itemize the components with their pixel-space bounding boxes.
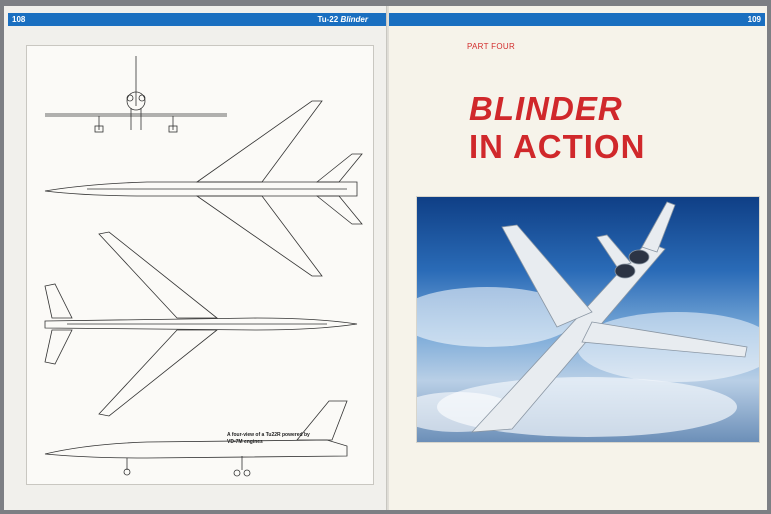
caption-line-2: VD-7M engines: [227, 439, 263, 445]
caption-line-1: A four-view of a Tu22R powered by: [227, 432, 310, 438]
running-head-title: Blinder: [340, 15, 368, 24]
drawing-caption: A four-view of a Tu22R powered by VD-7M …: [227, 432, 327, 446]
book-spine: [386, 6, 390, 510]
running-head: Tu-22 Blinder: [317, 13, 368, 26]
bottom-view: [44, 231, 358, 417]
chapter-title-line-2: IN ACTION: [469, 128, 646, 165]
chapter-title-line-1: BLINDER: [469, 90, 623, 127]
top-view: [44, 100, 363, 277]
running-head-prefix: Tu-22: [317, 15, 339, 24]
left-header-bar: 108 Tu-22 Blinder: [8, 13, 386, 26]
front-view: [45, 56, 227, 133]
right-header-bar: 109: [389, 13, 765, 26]
side-view: [44, 400, 348, 477]
four-view-drawing-icon: [44, 56, 363, 477]
left-page-number: 108: [12, 15, 26, 24]
aircraft-photo-icon: [417, 201, 759, 437]
right-page-number: 109: [747, 15, 761, 24]
aircraft-photo: [416, 196, 760, 443]
part-label: PART FOUR: [467, 42, 516, 51]
four-view-drawing: A four-view of a Tu22R powered by VD-7M …: [26, 45, 374, 485]
